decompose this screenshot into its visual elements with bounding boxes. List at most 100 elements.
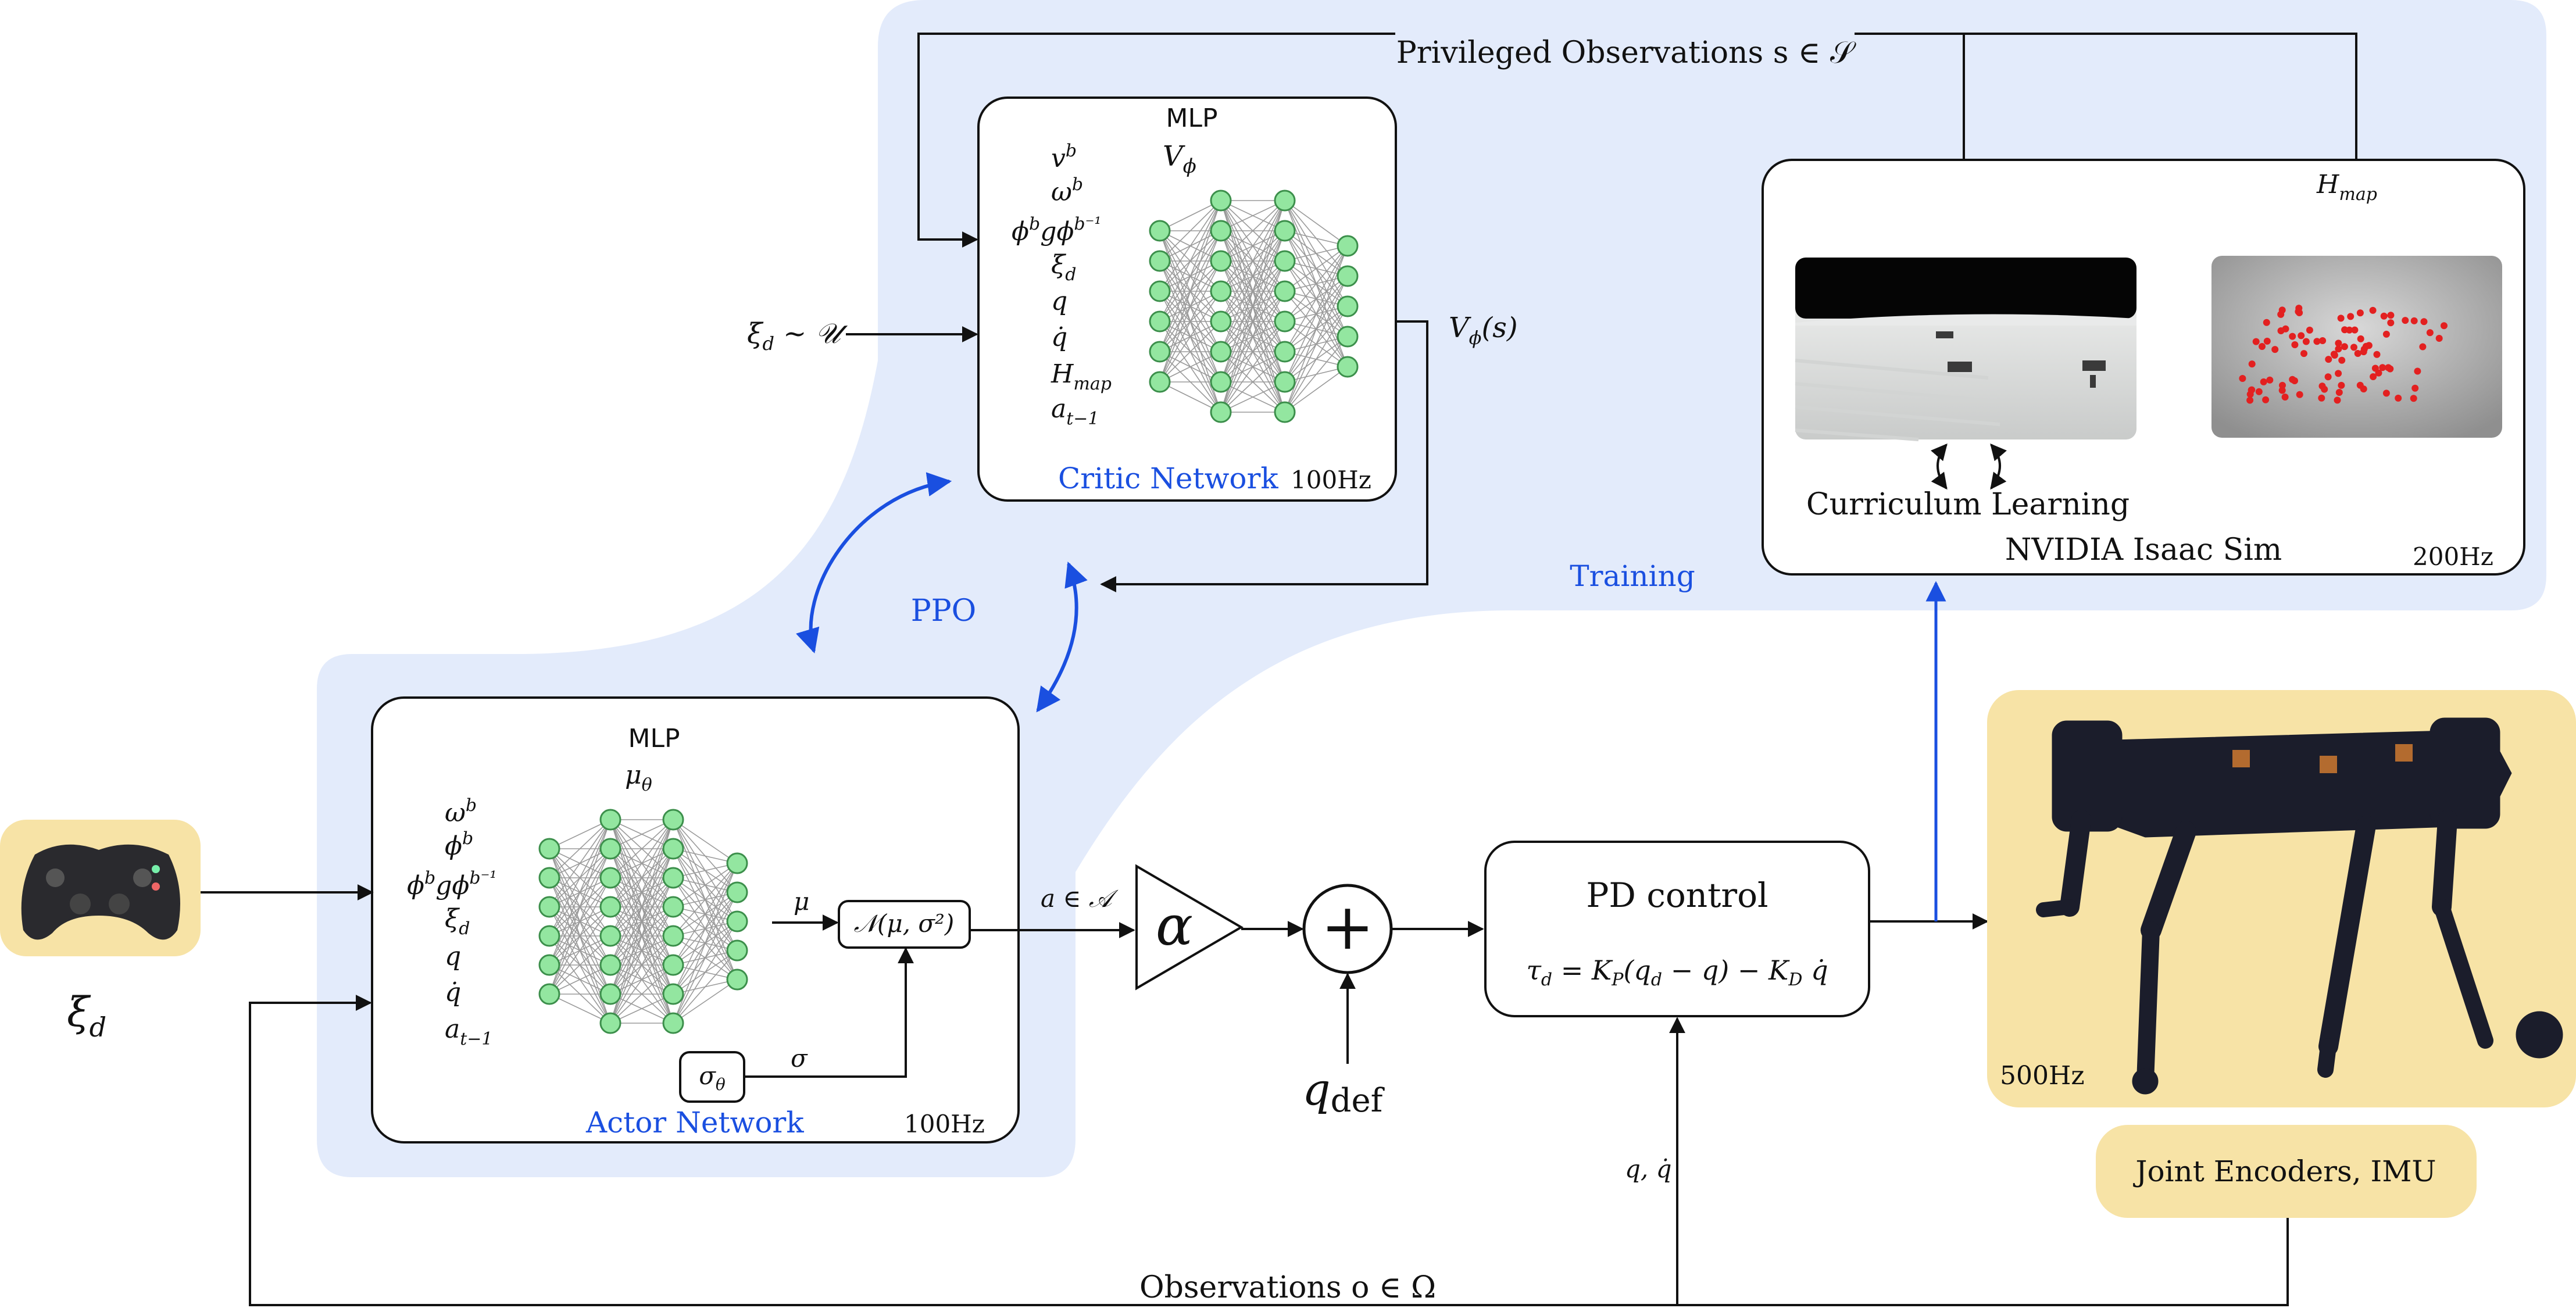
pd-control-title: PD control — [1586, 875, 1768, 915]
height-sample-dot — [2296, 391, 2303, 398]
mlp-edge — [610, 819, 674, 907]
mlp-edge — [1220, 351, 1285, 413]
mlp-node — [726, 881, 748, 903]
mlp-edge — [1220, 321, 1285, 413]
actor-mu-output: μ — [794, 887, 809, 916]
mlp-edge — [1220, 200, 1285, 322]
height-sample-dot — [2441, 322, 2448, 330]
sim-hmap-label: Hmap — [2316, 170, 2377, 205]
mlp-edge — [1284, 336, 1348, 413]
mlp-node — [599, 1012, 621, 1034]
mlp-edge — [1159, 381, 1221, 413]
height-sample-dot — [2282, 325, 2289, 333]
height-sample-dot — [2379, 364, 2386, 371]
mlp-node — [662, 809, 684, 831]
height-sample-dot — [2306, 326, 2313, 334]
height-sample-dot — [2263, 337, 2271, 345]
actor-mlp-label: MLP — [628, 724, 680, 753]
privileged-observations-label: Privileged Observations s ∈ 𝒮 — [1396, 35, 1856, 70]
ppo-arrow-critic — [796, 472, 952, 654]
mlp-node — [599, 954, 621, 976]
height-sample-dot — [2263, 319, 2270, 326]
mlp-edge — [673, 863, 738, 878]
height-sample-dot — [2375, 369, 2382, 377]
gain-symbol: α — [1156, 894, 1193, 958]
mlp-node — [1149, 250, 1171, 272]
mlp-edge — [1159, 200, 1221, 352]
mlp-node — [1274, 190, 1296, 212]
sigma-theta-label: σθ — [699, 1062, 726, 1094]
sum-symbol: + — [1321, 889, 1374, 964]
height-sample-dot — [2356, 381, 2364, 389]
mlp-edge — [1159, 230, 1221, 383]
height-sample-dot — [2278, 387, 2286, 394]
ppo-arrow-actor — [1036, 562, 1088, 713]
mlp-node — [1337, 265, 1359, 287]
mlp-edge — [1220, 291, 1285, 413]
height-sample-dot — [2335, 389, 2343, 396]
gamepad-icon — [21, 844, 181, 940]
actor-rate: 100Hz — [904, 1110, 985, 1138]
height-sample-dot — [2271, 346, 2279, 353]
actor-input-qdot: q̇ — [445, 978, 461, 1007]
mlp-edge — [1284, 245, 1348, 413]
mlp-node — [1210, 401, 1232, 423]
mlp-node — [1149, 220, 1171, 242]
q-def-label: qdef — [1302, 1063, 1385, 1120]
mlp-edge — [1284, 245, 1348, 383]
mlp-edge — [1284, 366, 1348, 413]
height-sample-dot — [2351, 326, 2359, 334]
mlp-edge — [1284, 230, 1348, 246]
mlp-node — [1210, 220, 1232, 242]
height-sample-dot — [2395, 394, 2402, 402]
mlp-edge — [610, 819, 674, 937]
critic-input-xi-d: ξd — [1051, 250, 1076, 285]
mlp-edge — [610, 819, 674, 1024]
mlp-node — [1337, 235, 1359, 257]
height-sample-dot — [2338, 381, 2345, 389]
mlp-node — [1274, 220, 1296, 242]
mlp-edge — [549, 819, 611, 937]
height-sample-dot — [2318, 394, 2325, 402]
mlp-node — [726, 969, 748, 991]
mlp-node — [726, 939, 748, 962]
height-sample-dot — [2357, 335, 2364, 342]
height-sample-dot — [2360, 348, 2367, 356]
mlp-edge — [1284, 245, 1348, 262]
height-sample-dot — [2291, 341, 2299, 348]
height-sample-dot — [2382, 389, 2390, 397]
mlp-node — [1210, 250, 1232, 272]
mlp-edge — [549, 964, 611, 995]
mlp-node — [1149, 371, 1171, 393]
mlp-edge — [1159, 291, 1221, 383]
mlp-edge — [610, 993, 674, 1024]
critic-input-v: vb — [1051, 141, 1077, 173]
mlp-edge — [549, 819, 611, 966]
isaac-sim-rate: 200Hz — [2413, 542, 2493, 571]
pd-control-box — [1484, 841, 1870, 1017]
height-sample-dot — [2334, 396, 2341, 404]
height-sample-dot — [2346, 326, 2353, 334]
mlp-edge — [1220, 381, 1285, 413]
critic-network-title: Critic Network — [1058, 462, 1278, 495]
mlp-node — [599, 867, 621, 889]
critic-output-label: Vϕ(s) — [1449, 312, 1518, 349]
mlp-edge — [673, 863, 738, 966]
mlp-node — [726, 910, 748, 932]
height-sample-dot — [2255, 388, 2263, 395]
mlp-edge — [673, 950, 738, 1024]
mlp-edge — [1284, 306, 1348, 413]
mlp-node — [1210, 371, 1232, 393]
mlp-node — [538, 867, 560, 889]
critic-input-omega: ωb — [1051, 174, 1083, 207]
isaac-sim-title: NVIDIA Isaac Sim — [2005, 533, 2282, 567]
mlp-node — [599, 809, 621, 831]
height-sample-dot — [2289, 376, 2296, 383]
mlp-node — [538, 954, 560, 976]
mlp-node — [1274, 401, 1296, 423]
mlp-edge — [610, 877, 674, 1024]
critic-inputs: vb ωb ϕbgϕb⁻¹ ξd q q̇ Hmap at−1 — [1012, 141, 1112, 429]
mlp-edge — [673, 848, 738, 864]
mlp-edge — [1159, 200, 1221, 322]
